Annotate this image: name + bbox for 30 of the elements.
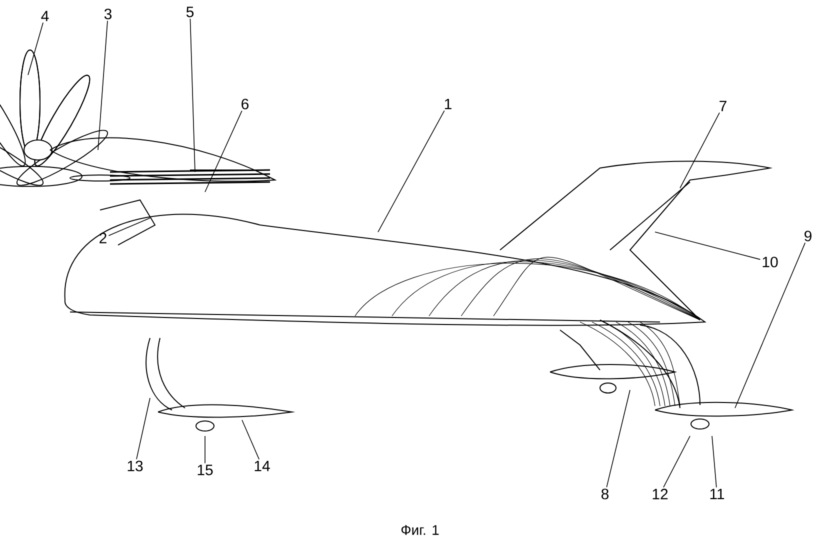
leader-line xyxy=(136,398,150,460)
leader-line xyxy=(98,20,108,150)
leader-line xyxy=(242,420,260,460)
callout-number: 11 xyxy=(710,488,724,500)
callout-number: 4 xyxy=(41,10,49,22)
callout-number: 5 xyxy=(186,6,194,18)
leader-line xyxy=(378,110,445,232)
leader-line xyxy=(108,218,150,236)
leader-line xyxy=(28,22,44,76)
callout-number: 10 xyxy=(762,256,778,268)
callout-number: 9 xyxy=(804,230,812,242)
callout-number: 14 xyxy=(254,460,270,472)
callout-number: 6 xyxy=(242,98,249,110)
callout-number: 13 xyxy=(128,460,143,472)
leader-line xyxy=(680,112,720,188)
leader-line xyxy=(204,110,242,192)
callout-number: 8 xyxy=(602,488,609,500)
callout-number: 3 xyxy=(104,8,112,20)
leader-line xyxy=(190,18,196,172)
leader-line xyxy=(204,436,206,464)
figure-caption: Фиг. 1 xyxy=(401,525,439,535)
leader-line xyxy=(654,232,761,260)
leader-line xyxy=(663,436,690,488)
callout-number: 15 xyxy=(198,464,213,476)
callout-number: 12 xyxy=(652,488,668,500)
leader-line xyxy=(712,436,717,488)
leader-line xyxy=(606,390,630,488)
callout-number: 7 xyxy=(720,100,726,112)
callout-number: 1 xyxy=(444,98,452,110)
leader-line xyxy=(734,242,806,408)
